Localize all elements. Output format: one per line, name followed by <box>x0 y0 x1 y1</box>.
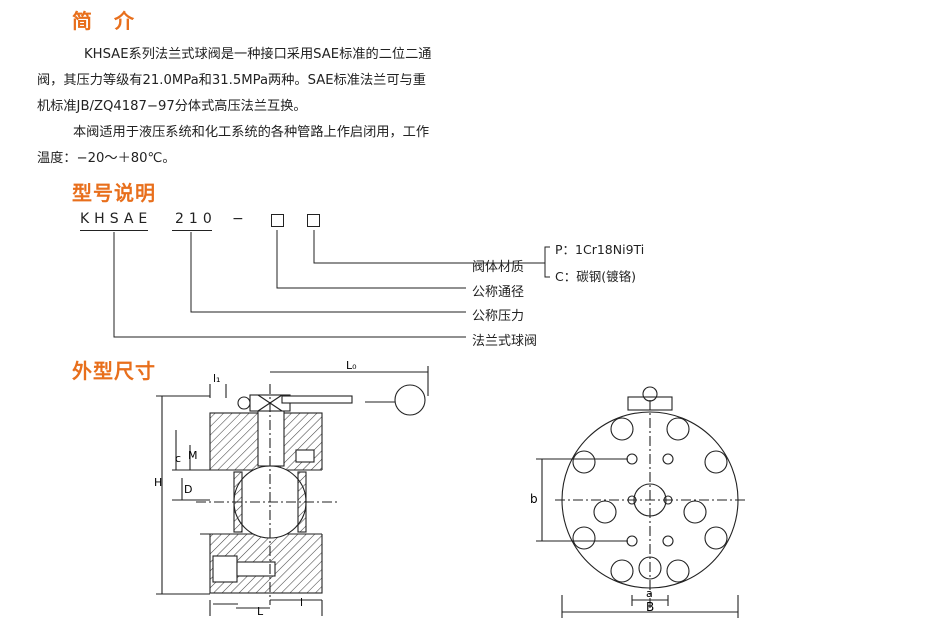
dimensions-title: 外型尺寸 <box>72 359 156 383</box>
dim-c: c <box>175 452 181 465</box>
intro-line-3: 机标准JB/ZQ4187−97分体式高压法兰互换。 <box>37 99 307 114</box>
intro-title: 简 介 <box>72 9 135 33</box>
code-dash: − <box>232 211 249 227</box>
material-option-p: P：1Cr18Ni9Ti <box>555 242 645 257</box>
dim-m: M <box>188 449 198 462</box>
label-bore: 公称通径 <box>472 285 525 300</box>
dim-L: L <box>257 605 264 618</box>
intro-line-1: KHSAE系列法兰式球阀是一种接口采用SAE标准的二位二通 <box>84 47 432 62</box>
label-type: 法兰式球阀 <box>472 334 538 349</box>
dim-l1: l₁ <box>213 372 220 385</box>
code-series: KHSAE <box>80 211 153 227</box>
code-pressure: 210 <box>175 211 217 227</box>
material-code-box <box>307 214 320 227</box>
dim-l-bottom: l <box>300 596 303 609</box>
code-pressure-underline <box>172 230 212 231</box>
model-title: 型号说明 <box>72 181 156 205</box>
material-option-c: C：碳钢(镀铬) <box>555 269 636 284</box>
dim-d: D <box>184 483 192 496</box>
dim-B: B <box>646 600 654 614</box>
dim-a: a <box>646 587 653 600</box>
intro-line-2: 阀，其压力等级有21.0MPa和31.5MPa两种。SAE标准法兰可与重 <box>37 73 426 88</box>
bore-code-box <box>271 214 284 227</box>
code-series-underline <box>80 230 148 231</box>
dim-l0: L₀ <box>346 359 357 372</box>
dim-b: b <box>530 492 538 506</box>
dim-h: H <box>154 476 162 489</box>
intro-line-4: 本阀适用于液压系统和化工系统的各种管路上作启闭用，工作 <box>73 125 430 140</box>
label-pressure: 公称压力 <box>472 309 525 324</box>
label-material: 阀体材质 <box>472 260 525 275</box>
intro-line-5: 温度：−20～＋80℃。 <box>37 151 176 166</box>
